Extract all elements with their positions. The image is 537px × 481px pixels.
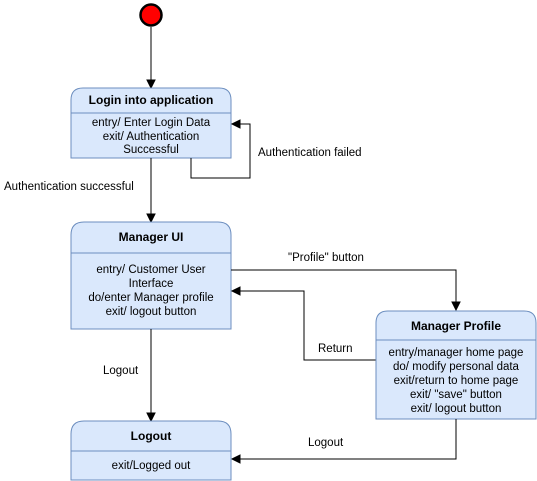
- state-manager-ui-line: do/enter Manager profile: [88, 292, 213, 304]
- edge-label-profile-button: "Profile" button: [288, 252, 364, 264]
- edge-label-auth-failed: Authentication failed: [258, 147, 362, 159]
- state-manager-ui-line: Interface: [129, 278, 174, 290]
- initial-state: [139, 3, 163, 27]
- state-logout-line: exit/Logged out: [112, 460, 191, 472]
- edge-label-auth-success: Authentication successful: [4, 181, 134, 193]
- state-logout-title: Logout: [131, 429, 172, 443]
- state-manager-profile: Manager Profile entry/manager home page …: [375, 310, 537, 420]
- edge-login-to-manager-ui: [146, 158, 156, 224]
- state-login-title: Login into application: [89, 93, 214, 107]
- state-manager-profile-line: exit/return to home page: [394, 375, 519, 387]
- state-manager-profile-line: exit/ logout button: [411, 403, 502, 415]
- state-manager-profile-line: do/ modify personal data: [393, 361, 520, 373]
- state-login: Login into application entry/ Enter Logi…: [70, 87, 232, 159]
- edge-initial-to-login: [146, 27, 156, 90]
- state-login-line: Successful: [123, 144, 179, 156]
- state-manager-ui-line: entry/ Customer User: [96, 264, 205, 276]
- state-manager-ui: Manager UI entry/ Customer User Interfac…: [70, 221, 232, 330]
- state-manager-profile-line: entry/manager home page: [389, 347, 524, 359]
- state-login-line: entry/ Enter Login Data: [92, 117, 211, 129]
- edge-label-logout-from-profile: Logout: [308, 437, 344, 449]
- state-manager-profile-title: Manager Profile: [411, 319, 501, 333]
- edge-auth-failed: [190, 119, 251, 179]
- state-manager-profile-line: exit/ "save" button: [410, 389, 502, 401]
- state-logout: Logout exit/Logged out: [70, 420, 232, 481]
- edge-label-return: Return: [318, 343, 353, 355]
- state-manager-ui-line: exit/ logout button: [106, 306, 197, 318]
- state-manager-ui-title: Manager UI: [119, 230, 184, 244]
- edge-return: [230, 286, 376, 361]
- edge-label-logout-from-ui: Logout: [103, 365, 139, 377]
- edge-ui-to-logout: [146, 329, 156, 423]
- edge-profile-button: [231, 269, 461, 312]
- edge-profile-to-logout: [230, 419, 457, 464]
- state-login-line: exit/ Authentication: [103, 131, 200, 143]
